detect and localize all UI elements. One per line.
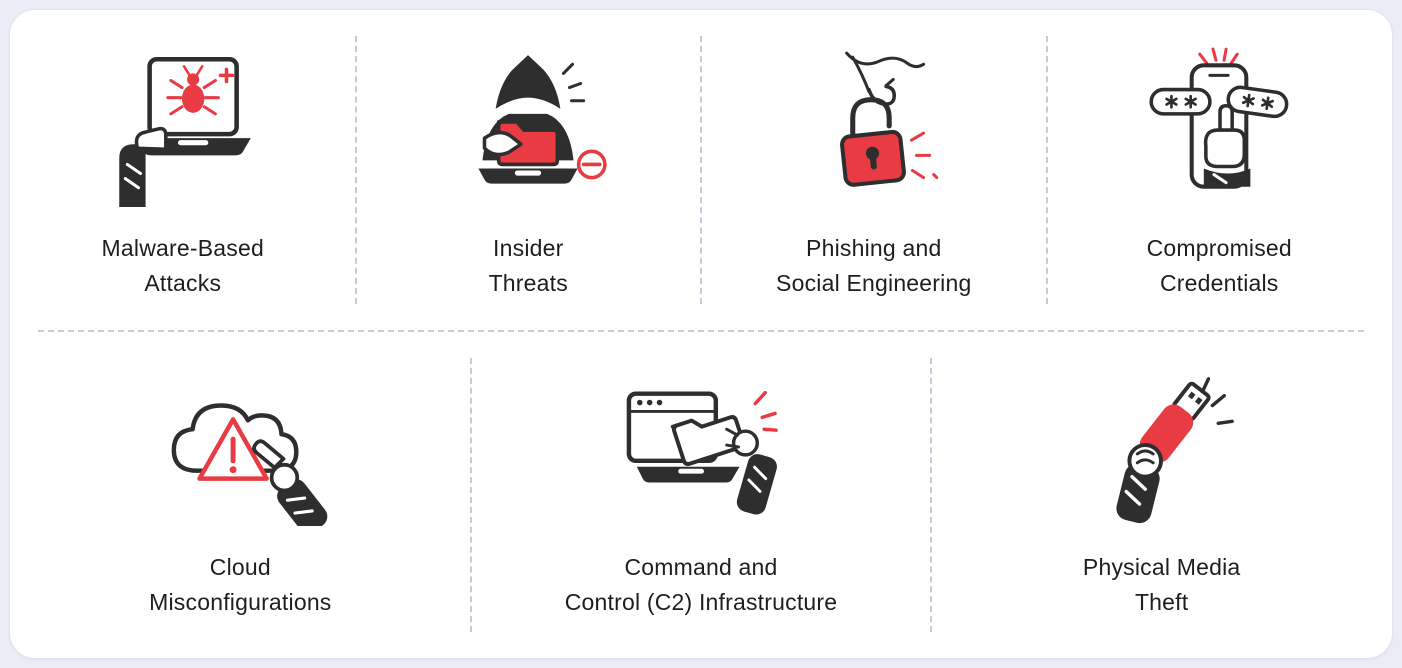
phishing-lock-icon — [839, 51, 938, 187]
threat-item-malware: Malware-Based Attacks — [10, 10, 356, 330]
threat-item-credentials: Compromised Credentials — [1047, 10, 1393, 330]
threat-label-malware: Malware-Based Attacks — [101, 235, 264, 296]
malware-laptop-icon — [119, 56, 251, 207]
threat-item-physical-media: Physical Media Theft — [931, 332, 1392, 658]
threat-label-c2: Command and Control (C2) Infrastructure — [564, 554, 838, 615]
row-bottom: Cloud Misconfigurations — [10, 332, 1392, 658]
threat-label-credentials: Compromised Credentials — [1146, 235, 1292, 296]
threat-item-c2: Command and Control (C2) Infrastructure — [471, 332, 932, 658]
threat-label-insider: Insider Threats — [488, 235, 568, 296]
threat-label-physical-media: Physical Media Theft — [1082, 554, 1241, 615]
row-top: Malware-Based Attacks — [10, 10, 1392, 330]
credentials-phone-icon — [1149, 47, 1289, 189]
threat-types-card: Malware-Based Attacks — [9, 9, 1393, 659]
threat-item-phishing: Phishing and Social Engineering — [701, 10, 1047, 330]
insider-threat-icon — [478, 55, 607, 184]
c2-infrastructure-icon — [626, 390, 778, 515]
usb-theft-icon — [1116, 377, 1234, 524]
threat-item-insider: Insider Threats — [356, 10, 702, 330]
cloud-warning-icon — [171, 403, 328, 526]
row-divider — [38, 330, 1364, 332]
threat-label-cloud: Cloud Misconfigurations — [149, 554, 332, 615]
threat-item-cloud: Cloud Misconfigurations — [10, 332, 472, 658]
threat-label-phishing: Phishing and Social Engineering — [776, 235, 972, 296]
